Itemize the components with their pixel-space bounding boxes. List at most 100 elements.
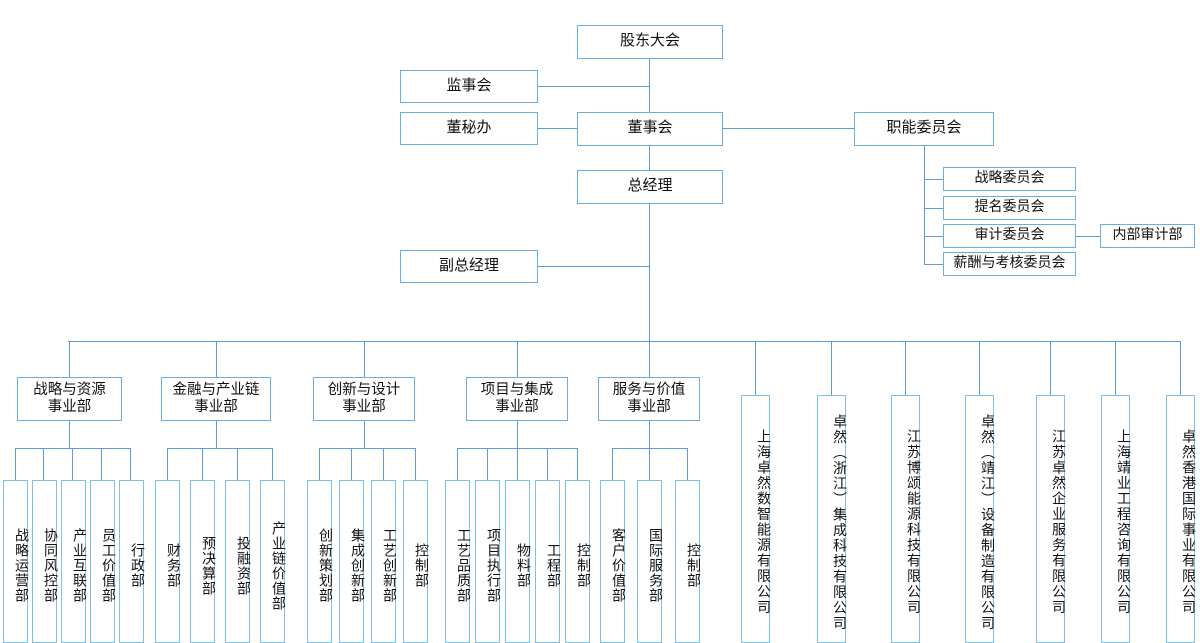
main-bus-bar (68, 341, 1181, 342)
dept-box-3-2[interactable]: 集成创新部 (339, 480, 364, 643)
connector-div3-drop-1 (319, 448, 320, 480)
subsidiary-box-5[interactable]: 江苏卓然企业服务有限公司 (1036, 395, 1065, 643)
connector-secretary-to-board (538, 128, 578, 129)
connector-div4-drop-3 (517, 448, 518, 480)
connector-div1-drop-1 (15, 448, 16, 480)
box-board-of-directors[interactable]: 董事会 (577, 112, 723, 146)
connector-div2-drop-4 (272, 448, 273, 480)
dept-box-1-4[interactable]: 员工价值部 (90, 480, 115, 643)
dept-box-1-1[interactable]: 战略运营部 (3, 480, 28, 643)
box-deputy-general-manager[interactable]: 副总经理 (400, 250, 538, 283)
connector-div4-drop-5 (577, 448, 578, 480)
dept-box-4-2[interactable]: 项目执行部 (475, 480, 500, 643)
box-board-secretary-office[interactable]: 董秘办 (400, 112, 538, 145)
connector-bus-to-subsidiary-2 (831, 341, 832, 395)
connector-div2-drop-1 (167, 448, 168, 480)
subsidiary-box-7[interactable]: 卓然香港国际事业有限公司 (1166, 395, 1195, 643)
box-shareholders-meeting[interactable]: 股东大会 (577, 25, 723, 59)
dept-box-3-3[interactable]: 工艺创新部 (371, 480, 396, 643)
connector-div4-drop-2 (487, 448, 488, 480)
dept-box-2-2[interactable]: 预决算部 (190, 480, 215, 643)
dept-box-2-1[interactable]: 财务部 (155, 480, 180, 643)
division-1-line1: 战略与资源 (33, 382, 106, 399)
connector-bus-to-division-5 (649, 341, 650, 377)
box-audit-committee[interactable]: 审计委员会 (943, 224, 1076, 248)
dept-box-1-2[interactable]: 协同风控部 (32, 480, 57, 643)
division-2-line2: 事业部 (194, 399, 238, 415)
connector-div3-drop-3 (383, 448, 384, 480)
connector-bus-to-division-4 (517, 341, 518, 377)
dept-box-4-4[interactable]: 工程部 (535, 480, 560, 643)
division-4-line1: 项目与集成 (480, 382, 554, 399)
division-5-line2: 事业部 (627, 399, 671, 415)
dept-box-1-3[interactable]: 产业互联部 (61, 480, 86, 643)
connector-div5-drop-2 (649, 448, 650, 480)
subsidiary-box-2[interactable]: 卓然（浙江）集成科技有限公司 (817, 395, 846, 643)
connector-div4-drop-4 (547, 448, 548, 480)
connector-committee-stub-3 (924, 236, 943, 237)
division-2-line1: 金融与产业链 (172, 382, 260, 399)
box-internal-audit-department[interactable]: 内部审计部 (1100, 224, 1195, 248)
dept-box-5-3[interactable]: 控制部 (675, 480, 700, 643)
dept-box-4-5[interactable]: 控制部 (565, 480, 590, 643)
connector-bus-to-division-3 (364, 341, 365, 377)
dept-box-3-4[interactable]: 控制部 (403, 480, 428, 643)
connector-div1-drop-5 (130, 448, 131, 480)
connector-div2-drop-3 (237, 448, 238, 480)
connector-shareholders-to-board (649, 58, 650, 112)
connector-div5-drop-1 (612, 448, 613, 480)
connector-div5-drop-3 (687, 448, 688, 480)
connector-bus-to-subsidiary-5 (1050, 341, 1051, 395)
connector-gm-to-bus (649, 204, 650, 341)
box-nomination-committee[interactable]: 提名委员会 (943, 196, 1076, 220)
connector-division-5-down (649, 421, 650, 448)
division-4-line2: 事业部 (495, 399, 539, 415)
connector-div1-drop-2 (43, 448, 44, 480)
dept-box-5-1[interactable]: 客户价值部 (600, 480, 625, 643)
connector-deputy-gm-to-spine (538, 266, 650, 267)
connector-bus-to-division-1 (69, 341, 70, 377)
subsidiary-box-6[interactable]: 上海靖业工程咨询有限公司 (1101, 395, 1130, 643)
connector-division-3-down (364, 421, 365, 448)
dept-box-5-2[interactable]: 国际服务部 (637, 480, 662, 643)
dept-box-3-1[interactable]: 创新策划部 (307, 480, 332, 643)
box-remuneration-committee[interactable]: 薪酬与考核委员会 (943, 252, 1076, 276)
subsidiary-box-3[interactable]: 江苏博颂能源科技有限公司 (891, 395, 920, 643)
division-1-line2: 事业部 (47, 399, 92, 415)
box-division-2[interactable]: 金融与产业链 事业部 (161, 377, 271, 421)
dept-box-4-3[interactable]: 物料部 (505, 480, 530, 643)
division-3-line2: 事业部 (342, 399, 386, 415)
connector-div2-drop-2 (202, 448, 203, 480)
connector-board-to-committee (723, 128, 854, 129)
box-division-3[interactable]: 创新与设计 事业部 (313, 377, 415, 421)
dept-box-1-5[interactable]: 行政部 (119, 480, 144, 643)
dept-box-4-1[interactable]: 工艺品质部 (445, 480, 470, 643)
subsidiary-box-4[interactable]: 卓然（靖江）设备制造有限公司 (965, 395, 994, 643)
connector-div4-drop-1 (457, 448, 458, 480)
box-division-4[interactable]: 项目与集成 事业部 (466, 377, 568, 421)
connector-board-to-gm (649, 145, 650, 171)
box-supervisory-board[interactable]: 监事会 (400, 70, 538, 103)
subsidiary-box-1[interactable]: 上海卓然数智能源有限公司 (741, 395, 770, 643)
division-3-line1: 创新与设计 (327, 382, 401, 399)
connector-committee-vertical (924, 145, 925, 265)
connector-division-2-down (216, 421, 217, 448)
connector-audit-to-internal-audit (1076, 236, 1100, 237)
connector-bus-to-division-2 (216, 341, 217, 377)
dept-box-2-4[interactable]: 产业链价值部 (260, 480, 285, 643)
connector-division-2-bar (167, 448, 272, 449)
box-division-5[interactable]: 服务与价值 事业部 (598, 377, 700, 421)
connector-committee-stub-2 (924, 208, 943, 209)
dept-box-2-3[interactable]: 投融资部 (225, 480, 250, 643)
box-general-manager[interactable]: 总经理 (577, 170, 723, 204)
connector-div1-drop-3 (72, 448, 73, 480)
box-division-1[interactable]: 战略与资源 事业部 (17, 377, 122, 421)
box-strategy-committee[interactable]: 战略委员会 (943, 167, 1076, 191)
connector-bus-to-subsidiary-6 (1115, 341, 1116, 395)
connector-bus-to-subsidiary-4 (979, 341, 980, 395)
connector-div3-drop-2 (351, 448, 352, 480)
connector-div1-drop-4 (101, 448, 102, 480)
connector-committee-stub-1 (924, 179, 943, 180)
connector-division-4-down (517, 421, 518, 448)
box-functional-committee[interactable]: 职能委员会 (854, 112, 994, 146)
